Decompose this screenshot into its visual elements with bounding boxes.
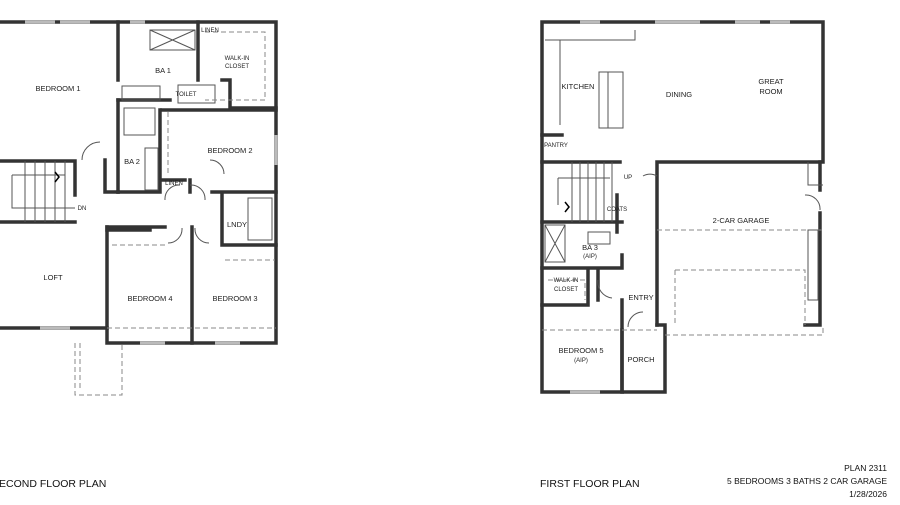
room-label-great-room-line1: GREAT bbox=[758, 77, 784, 86]
room-label-porch: PORCH bbox=[627, 355, 654, 364]
room-label-linen-hall: LINEN bbox=[165, 181, 183, 187]
room-label-ba-2: BA 2 bbox=[124, 157, 140, 166]
room-label-loft: LOFT bbox=[43, 273, 63, 282]
plan-summary: 5 BEDROOMS 3 BATHS 2 CAR GARAGE bbox=[727, 476, 887, 486]
first-floor-title: FIRST FLOOR PLAN bbox=[540, 478, 640, 490]
room-label-ba-3: BA 3 bbox=[582, 243, 598, 252]
room-label-walk-in-closet-line1: WALK-IN bbox=[225, 56, 250, 62]
room-label-pantry: PANTRY bbox=[544, 143, 568, 149]
room-label-walk-in-closet-line2: CLOSET bbox=[225, 64, 249, 70]
room-label-bedroom-1: BEDROOM 1 bbox=[35, 84, 80, 93]
second-floor-title: SECOND FLOOR PLAN bbox=[0, 478, 106, 490]
room-label-laundry: LNDY bbox=[227, 220, 247, 229]
room-label-dining: DINING bbox=[666, 90, 692, 99]
room-label-bedroom-4: BEDROOM 4 bbox=[127, 294, 172, 303]
room-label-ba-1: BA 1 bbox=[155, 66, 171, 75]
room-label-bedroom-5: BEDROOM 5 bbox=[558, 346, 603, 355]
room-label-walk-in-closet-line2: CLOSET bbox=[554, 287, 578, 293]
second-floor-plan bbox=[0, 20, 278, 396]
room-label-great-room-line2: ROOM bbox=[759, 87, 782, 96]
room-label-linen-top: LINEN bbox=[201, 28, 219, 34]
room-label-garage: 2-CAR GARAGE bbox=[713, 216, 770, 225]
stair-label-up: UP bbox=[624, 175, 632, 181]
room-note-ba-3: (AIP) bbox=[583, 254, 597, 260]
plan-number: PLAN 2311 bbox=[844, 463, 887, 473]
room-label-kitchen: KITCHEN bbox=[562, 82, 595, 91]
room-label-bedroom-3: BEDROOM 3 bbox=[212, 294, 257, 303]
room-label-walk-in-closet-line1: WALK-IN bbox=[554, 278, 579, 284]
first-floor-plan bbox=[540, 20, 825, 394]
plan-date: 1/28/2026 bbox=[849, 489, 887, 499]
room-label-coats: COATS bbox=[607, 207, 627, 213]
stair-label-dn: DN bbox=[78, 206, 87, 212]
room-label-bedroom-2: BEDROOM 2 bbox=[207, 146, 252, 155]
room-note-bedroom-5: (AIP) bbox=[574, 358, 588, 364]
room-label-entry: ENTRY bbox=[628, 293, 653, 302]
room-label-toilet: TOILET bbox=[176, 92, 197, 98]
